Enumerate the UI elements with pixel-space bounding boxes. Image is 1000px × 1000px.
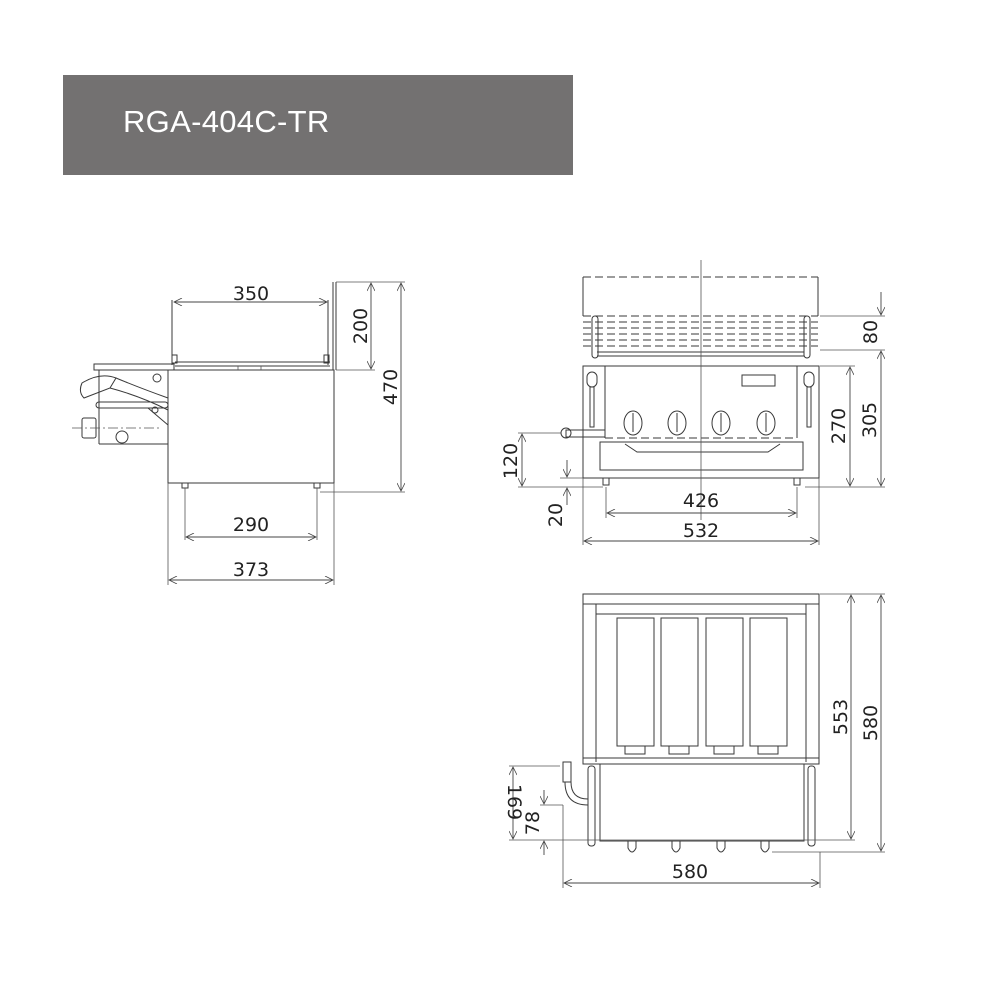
dim-foot-height: 20 <box>545 503 567 527</box>
dim-gas-inlet-height: 120 <box>500 443 522 479</box>
dim-front-feet-span: 426 <box>683 490 719 512</box>
burner-1 <box>616 617 655 755</box>
dim-inlet-offset-b: 78 <box>522 811 544 835</box>
dim-inner-depth: 553 <box>830 699 852 735</box>
knob-2 <box>667 410 687 436</box>
dim-body-height: 305 <box>859 402 881 438</box>
dim-top-height: 200 <box>350 308 372 344</box>
dim-feet-span: 290 <box>233 514 269 536</box>
dim-inlet-offset-a: 169 <box>503 784 525 820</box>
burner-4 <box>749 617 788 755</box>
burner-2 <box>660 617 699 755</box>
dim-total-depth: 580 <box>860 705 882 741</box>
model-title-bar: RGA-404C-TR <box>63 75 573 175</box>
side-view: 350 290 373 200 470 <box>72 281 405 585</box>
dim-grill-height: 80 <box>860 320 882 344</box>
knob-4 <box>756 410 776 436</box>
knob-1 <box>623 410 643 436</box>
front-view: 426 532 120 20 80 305 270 <box>500 260 885 545</box>
dim-front-width: 532 <box>683 520 719 542</box>
dim-front-height: 270 <box>828 408 850 444</box>
top-view: 553 580 169 78 580 <box>503 593 885 888</box>
dim-depth: 373 <box>233 559 269 581</box>
burner-3 <box>705 617 744 755</box>
model-title: RGA-404C-TR <box>123 104 330 139</box>
dim-total-height: 470 <box>380 369 402 405</box>
dim-basket-width: 350 <box>233 283 269 305</box>
knob-3 <box>711 410 731 436</box>
dim-top-total-width: 580 <box>672 861 708 883</box>
